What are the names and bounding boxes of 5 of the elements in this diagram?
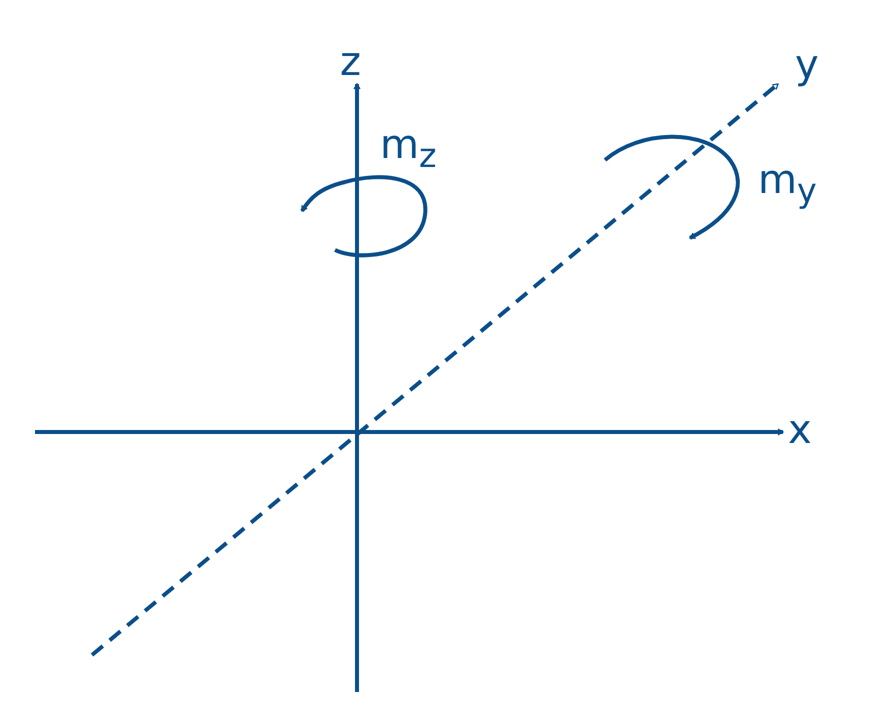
axis-label: z [340, 42, 361, 82]
axis-label: x [788, 410, 812, 450]
moment-label: m$_{y}$ [758, 160, 817, 208]
moment-label: m$_{z}$ [380, 125, 436, 172]
axis-label: y [795, 45, 819, 85]
